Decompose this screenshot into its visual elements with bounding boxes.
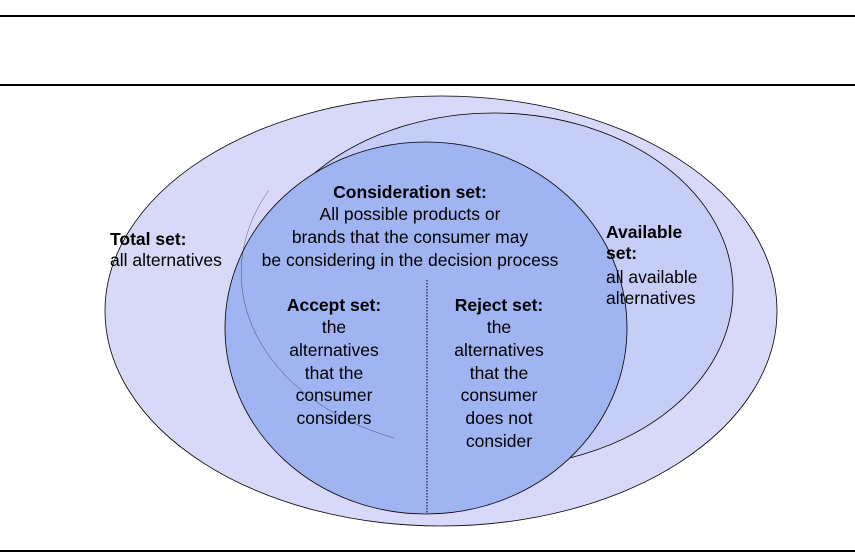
consideration-set-line: be considering in the decision process xyxy=(262,250,559,270)
accept-set-line: the xyxy=(322,317,346,337)
total-set-line: all alternatives xyxy=(110,250,222,270)
available-set-title-line: Available xyxy=(606,222,682,242)
consideration-set-line: All possible products or xyxy=(320,204,501,224)
accept-set-title: Accept set: xyxy=(287,295,381,315)
reject-set-line: consumer xyxy=(461,385,538,405)
header-rule xyxy=(0,84,855,86)
reject-set-line: does not xyxy=(465,408,532,428)
accept-set-line: that the xyxy=(305,363,363,383)
available-set-title-line: set: xyxy=(606,243,637,263)
available-set-line: all available xyxy=(606,267,697,287)
total-set-title: Total set: xyxy=(110,229,187,249)
reject-set-line: consider xyxy=(466,431,532,451)
available-set-line: alternatives xyxy=(606,288,696,308)
accept-set-line: alternatives xyxy=(289,340,379,360)
reject-set-line: the xyxy=(487,317,511,337)
available-set-outline-overlay xyxy=(240,189,395,439)
consideration-set-line: brands that the consumer may xyxy=(292,227,529,247)
accept-set-line: consumer xyxy=(296,385,373,405)
top-rule xyxy=(0,15,855,17)
reject-set-title: Reject set: xyxy=(455,295,544,315)
bottom-rule xyxy=(0,550,855,552)
accept-set-line: considers xyxy=(297,408,372,428)
consideration-set-title: Consideration set: xyxy=(333,182,487,202)
reject-set-line: alternatives xyxy=(454,340,544,360)
consideration-set-ellipse xyxy=(224,141,628,515)
reject-set-line: that the xyxy=(470,363,528,383)
